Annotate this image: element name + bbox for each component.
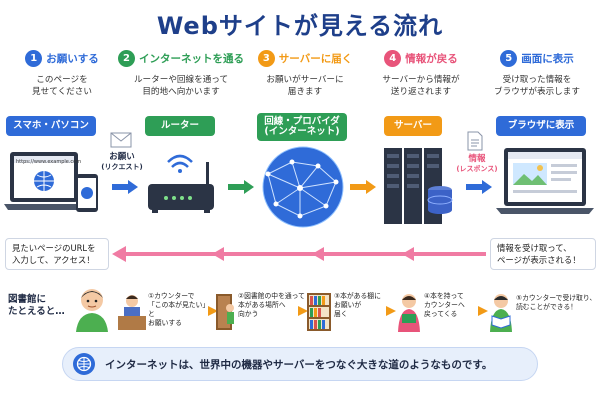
arrow-right-icon xyxy=(298,306,308,316)
footer-banner: インターネットは、世界中の機器やサーバーをつなぐ大きな道のようなものです。 xyxy=(62,347,538,381)
analogy-scene-5: ⑤カウンターで受け取り、 読むことができる！ xyxy=(488,290,598,334)
browser-label: ブラウザに表示 xyxy=(496,116,586,136)
request-title: お願い xyxy=(109,152,135,162)
step-description: サーバーから情報が 送り返されます xyxy=(382,75,460,97)
step-description: お願いがサーバーに 届きます xyxy=(266,75,344,97)
step-number: 5 xyxy=(500,50,518,67)
response-label: 情報 (レスポンス) xyxy=(455,154,499,174)
provider-label: 回線・プロバイダ (インターネット) xyxy=(257,113,347,141)
step-number: 3 xyxy=(257,50,275,67)
router-illustration xyxy=(148,154,214,213)
scene-text: ⑤カウンターで受け取り、 読むことができる！ xyxy=(516,294,597,311)
step-label: 画面に表示 xyxy=(521,53,574,65)
step-number: 2 xyxy=(118,50,135,67)
analogy-scene-2: ②図書館の中を通って 本がある場所へ 向かう xyxy=(214,290,306,334)
person-with-book-illustration xyxy=(398,294,420,332)
arrow-right-icon xyxy=(112,180,138,194)
arrow-right-icon xyxy=(386,306,396,316)
browser-url: https://www.example.com xyxy=(16,159,82,165)
arrow-right-icon xyxy=(228,180,254,194)
router-label: ルーター xyxy=(145,116,215,136)
step-description: ルーターや回線を通って 目的地へ向かいます xyxy=(133,75,229,97)
arrow-right-icon xyxy=(350,180,376,194)
laptop-phone-illustration xyxy=(4,152,98,212)
document-icon xyxy=(467,131,483,151)
scene-text: ④本を持って カウンターへ 戻ってくる xyxy=(424,292,465,318)
counter-illustration xyxy=(118,295,146,330)
step-label: インターネットを通る xyxy=(139,53,244,65)
step-description: 受け取った情報を ブラウザが表示します xyxy=(494,75,580,97)
scene-text: ①カウンターで 「この本が見たい」と お願いする xyxy=(148,292,210,327)
return-arrow xyxy=(112,246,486,262)
browser-laptop-illustration xyxy=(496,148,594,214)
response-sub: (レスポンス) xyxy=(456,165,498,173)
device-label: スマホ・パソコン xyxy=(6,116,96,136)
step-label: 情報が戻る xyxy=(405,53,458,65)
server-rack-illustration xyxy=(384,148,453,224)
footer-text: インターネットは、世界中の機器やサーバーをつなぐ大きな道のようなものです。 xyxy=(105,358,493,371)
scene-text: ②図書館の中を通って 本がある場所へ 向かう xyxy=(238,292,305,318)
step-label: サーバーに届く xyxy=(278,53,353,65)
analogy-scene-1: ①カウンターで 「この本が見たい」と お願いする xyxy=(118,290,210,334)
response-title: 情報 xyxy=(468,154,486,164)
request-sub: (リクエスト) xyxy=(101,163,143,171)
step-2: 2 インターネットを通る ルーターや回線を通って 目的地へ向かいます xyxy=(118,50,244,98)
server-label: サーバー xyxy=(384,116,442,136)
scene-text: ③本がある棚に お願いが 届く xyxy=(334,292,381,318)
envelope-icon xyxy=(110,132,132,148)
analogy-scene-3: ③本がある棚に お願いが 届く xyxy=(306,290,394,334)
page-title: Webサイトが見える流れ xyxy=(156,12,444,40)
bookshelf-illustration xyxy=(307,293,331,331)
person-reading-illustration xyxy=(490,294,512,332)
step-label: お願いする xyxy=(46,53,99,65)
door-walking-illustration xyxy=(216,294,234,330)
note-left: 見たいページのURLを 入力して、アクセス！ xyxy=(5,238,109,270)
step-description: このページを 見せてください xyxy=(32,75,92,97)
step-number: 4 xyxy=(384,50,402,67)
arrow-right-icon xyxy=(466,180,492,194)
note-right: 情報を受け取って、 ページが表示される！ xyxy=(490,238,596,270)
analogy-scene-4: ④本を持って カウンターへ 戻ってくる xyxy=(396,290,484,334)
arrow-right-icon xyxy=(208,306,218,316)
globe-icon xyxy=(73,353,95,375)
analogy-title: 図書館に たとえると… xyxy=(8,294,65,317)
globe-network-illustration xyxy=(262,146,344,228)
person-thinking-illustration xyxy=(76,289,108,332)
step-number: 1 xyxy=(25,50,43,67)
request-label: お願い (リクエスト) xyxy=(101,152,143,172)
arrow-right-icon xyxy=(478,306,488,316)
